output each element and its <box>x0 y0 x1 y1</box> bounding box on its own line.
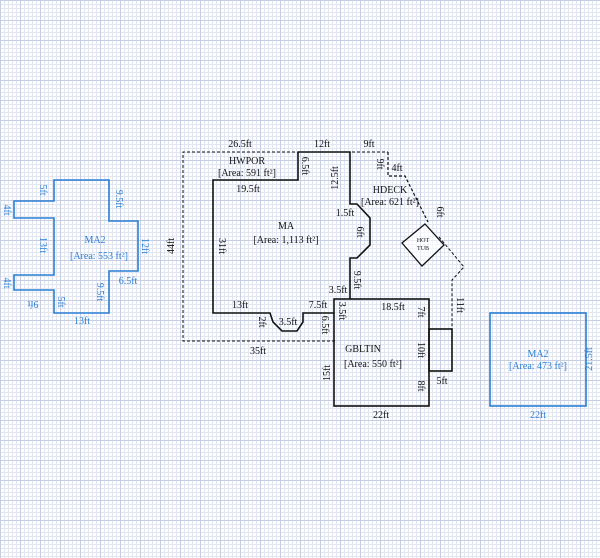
dim-label: 18.5ft <box>381 302 405 313</box>
dim-label: 6.5ft <box>119 276 138 287</box>
dim-label: 4ft <box>391 163 402 174</box>
hwpor-outline[interactable] <box>182 151 388 342</box>
dim-label: 44ft <box>166 238 177 254</box>
gbltin-name: GBLTIN <box>345 344 381 355</box>
dim-label: 35ft <box>250 346 266 357</box>
dim-label: 9ft <box>27 298 38 309</box>
dim-label: 3.5ft <box>279 317 298 328</box>
dim-label: 15ft <box>322 365 333 381</box>
hwpor-area: [Area: 591 ft²] <box>218 168 276 179</box>
dim-label: 9.5ft <box>351 271 362 290</box>
dim-label: 4ft <box>1 204 12 215</box>
dim-label: 12.5ft <box>330 166 341 190</box>
dim-label: 9.5ft <box>113 190 124 209</box>
dim-label: 5ft <box>37 184 48 195</box>
dim-label: 6.5ft <box>299 157 310 176</box>
dim-label: 13ft <box>232 300 248 311</box>
dim-label: 9ft <box>374 158 385 169</box>
dim-label: 9.5ft <box>94 283 105 302</box>
ma-area: [Area: 1,113 ft²] <box>253 235 318 246</box>
dim-label: 7.5ft <box>309 300 328 311</box>
dim-label: 22ft <box>373 410 389 421</box>
dim-label: 12ft <box>314 139 330 150</box>
ma2-right-name: MA2 <box>527 349 548 360</box>
dim-label: 9ft <box>363 139 374 150</box>
ma-outline[interactable] <box>298 151 371 299</box>
dim-label: 12ft <box>139 238 150 254</box>
dim-label: 6ft <box>434 206 445 217</box>
dim-label: 5ft <box>55 296 66 307</box>
dim-label: 8ft <box>415 380 426 391</box>
ma2-right-outline[interactable] <box>489 312 587 407</box>
dim-label: 26.5ft <box>228 139 252 150</box>
dim-label: 3.5ft <box>336 302 347 321</box>
ma2-left-area: [Area: 553 ft²] <box>70 251 128 262</box>
dim-label: 13ft <box>37 237 48 253</box>
ma-name: MA <box>278 221 295 232</box>
hwpor-name: HWPOR <box>229 156 265 167</box>
ma2-left-name: MA2 <box>84 235 105 246</box>
dim-label: 4ft <box>1 277 12 288</box>
hdeck-name: HDECK <box>373 185 408 196</box>
gbltin-area: [Area: 550 ft²] <box>344 359 402 370</box>
hot-tub[interactable] <box>401 223 445 267</box>
dim-label: 22ft <box>530 410 546 421</box>
ma-outline-left[interactable] <box>212 152 334 332</box>
dim-label: 11ft <box>454 297 465 313</box>
dim-label: 10ft <box>415 342 426 358</box>
dim-label: 1.5ft <box>336 208 355 219</box>
hdeck-area: [Area: 621 ft²] <box>361 197 419 208</box>
dim-label: 13ft <box>74 316 90 327</box>
hot-tub-label: HOT <box>417 238 430 244</box>
gbltin-small-box[interactable] <box>428 328 453 372</box>
dim-label: 31ft <box>216 238 227 254</box>
ma2-left-outline[interactable] <box>13 179 139 314</box>
dim-label: 6ft <box>354 226 365 237</box>
dim-label: 3.5ft <box>329 285 348 296</box>
ma2-right-area: [Area: 473 ft²] <box>509 361 567 372</box>
dim-label: 19.5ft <box>236 184 260 195</box>
hot-tub-label: TUB <box>417 246 429 252</box>
dim-label: 2ft <box>256 316 267 327</box>
hdeck-outline-lower[interactable] <box>438 236 465 329</box>
dim-label: 5ft <box>436 376 447 387</box>
hdeck-outline[interactable] <box>387 152 429 223</box>
dim-label: 21.5ft <box>584 347 595 371</box>
dim-label: 6.5ft <box>319 316 330 335</box>
dim-label: 7ft <box>415 306 426 317</box>
